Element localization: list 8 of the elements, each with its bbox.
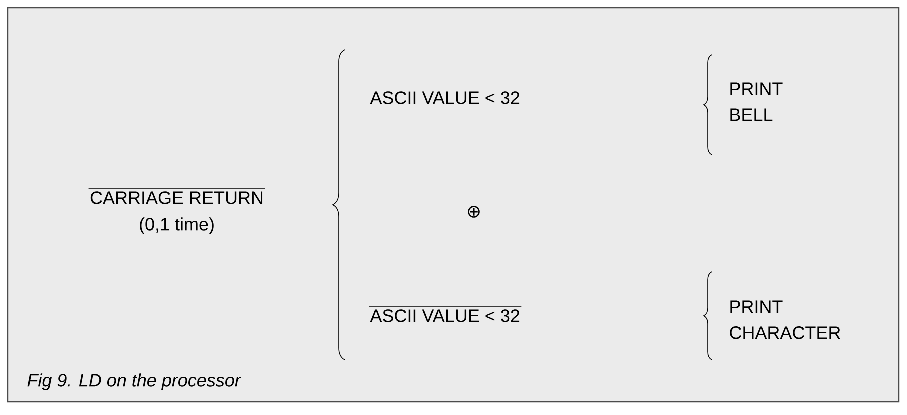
caption: Fig 9. LD on the processor — [28, 374, 242, 390]
selection-symbol: ⊕ — [468, 206, 480, 218]
repetition-text: (0,1 time) — [140, 218, 214, 234]
condition-text: ASCII VALUE < 32 — [370, 92, 520, 104]
action-text: PRINT BELL — [730, 82, 783, 122]
condition-text: CARRIAGE RETURN — [90, 192, 263, 204]
action-text: PRINT CHARACTER — [730, 300, 840, 340]
condition-text: ASCII VALUE < 32 — [370, 310, 520, 322]
